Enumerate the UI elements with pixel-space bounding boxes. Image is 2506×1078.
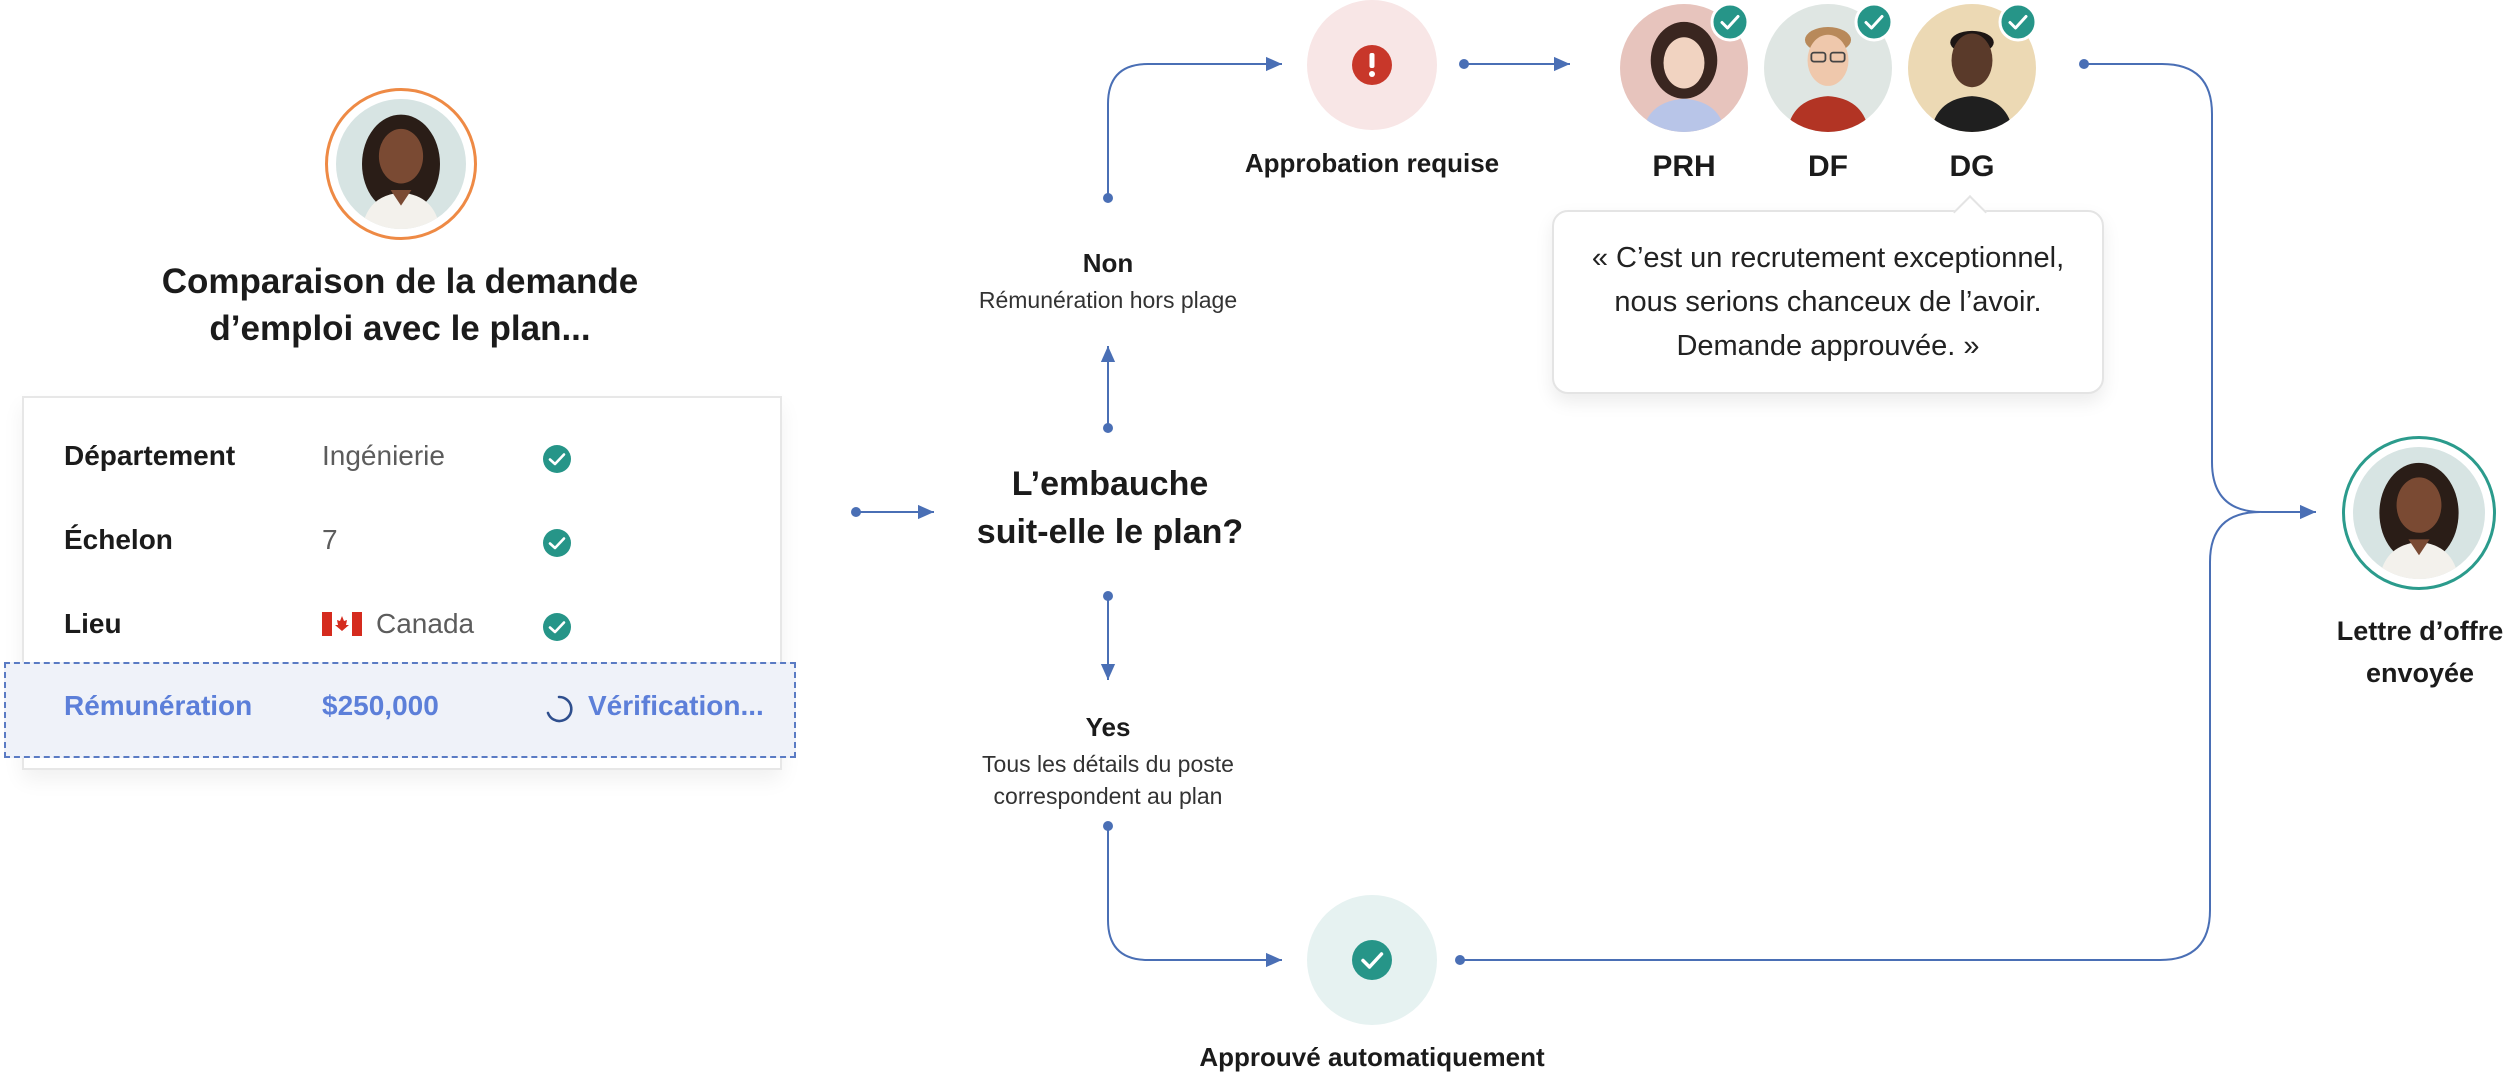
approval-required-label: Approbation requise <box>1244 148 1500 178</box>
row-label: Lieu <box>64 608 122 639</box>
decision-line1: L’embauche <box>1011 465 1209 503</box>
branch-no-title: Non <box>1082 248 1134 278</box>
offer-line2: envoyée <box>2365 658 2475 688</box>
connector-dot <box>851 507 861 517</box>
row-label: Échelon <box>64 524 173 555</box>
table-row: Lieu Canada <box>24 586 780 670</box>
check-circle-icon <box>543 529 571 557</box>
auto-approved-label: Approuvé automatiquement <box>1199 1042 1545 1072</box>
table-row: Échelon 7 <box>24 502 780 586</box>
row-value: 7 <box>322 524 338 555</box>
connector-dot <box>2079 59 2089 69</box>
row-value: $250,000 <box>322 690 439 721</box>
connector-dot <box>1103 423 1113 433</box>
compensation-highlight: Rémunération $250,000 Vérification... <box>4 662 796 758</box>
candidate-avatar-ring <box>325 88 477 240</box>
offer-line1: Lettre d’offre <box>2336 616 2504 646</box>
candidate-title-line1: Comparaison de la demande <box>161 262 639 301</box>
branch-yes-title: Yes <box>1085 712 1131 742</box>
branch-yes-subtitle: Tous les détails du poste correspondent … <box>928 748 1288 812</box>
row-value: Canada <box>376 608 475 639</box>
auto-approved-circle <box>1307 895 1437 1025</box>
row-value: Ingénierie <box>322 440 445 471</box>
connector-approvers-to-offer <box>2084 63 2316 520</box>
decision-line2: suit-elle le plan? <box>976 513 1244 551</box>
check-circle-icon <box>543 613 571 641</box>
quote-line1: « C’est un recrutement exceptionnel, <box>1591 242 2065 274</box>
approval-required-circle <box>1307 0 1437 130</box>
check-badge-icon <box>1710 2 1750 42</box>
table-row: Département Ingénierie <box>24 418 780 502</box>
connector-yes-to-auto <box>1107 826 1282 968</box>
check-icon <box>1352 940 1392 980</box>
candidate-title: Comparaison de la demande d’emploi avec … <box>100 258 700 352</box>
row-value-location: Canada <box>322 608 474 640</box>
connector-dot <box>1103 591 1113 601</box>
connector-dot <box>1459 59 1469 69</box>
check-badge-icon <box>1854 2 1894 42</box>
approver-role-dg: DG <box>1949 150 1995 183</box>
branch-yes-subtitle-line2: correspondent au plan <box>993 783 1223 809</box>
approver-role-df: DF <box>1808 150 1848 183</box>
connector-auto-to-offer <box>1460 511 2261 961</box>
offer-sent-label: Lettre d’offre envoyée <box>2310 610 2506 694</box>
row-label: Département <box>64 440 236 471</box>
exclamation-icon <box>1352 45 1392 85</box>
branch-yes-subtitle-line1: Tous les détails du poste <box>982 751 1234 777</box>
spinner-icon <box>546 695 573 723</box>
candidate-title-line2: d’emploi avec le plan... <box>209 309 591 348</box>
offer-avatar-ring <box>2342 436 2496 590</box>
candidate-avatar <box>336 99 466 229</box>
branch-no-subtitle: Rémunération hors plage <box>978 287 1238 313</box>
check-circle-icon <box>543 445 571 473</box>
table-row: Rémunération $250,000 Vérification... <box>6 668 794 752</box>
offer-candidate-avatar <box>2353 447 2485 579</box>
approver-role-prh: PRH <box>1652 150 1716 183</box>
approval-quote: « C’est un recrutement exceptionnel, nou… <box>1552 210 2104 394</box>
connector-no-to-approval <box>1107 56 1282 198</box>
row-label: Rémunération <box>64 690 253 721</box>
connector-dot <box>1103 193 1113 203</box>
quote-line2: nous serions chanceux de l’avoir. <box>1614 286 2042 318</box>
quote-line3: Demande approuvée. » <box>1676 330 1980 362</box>
canada-flag-icon <box>322 612 362 636</box>
quote-text: « C’est un recrutement exceptionnel, nou… <box>1554 236 2102 368</box>
connector-dot <box>1103 821 1113 831</box>
decision-question: L’embauche suit-elle le plan? <box>910 460 1310 556</box>
check-badge-icon <box>1998 2 2038 42</box>
connector-dot <box>1455 955 1465 965</box>
verification-status: Vérification... <box>588 690 764 721</box>
